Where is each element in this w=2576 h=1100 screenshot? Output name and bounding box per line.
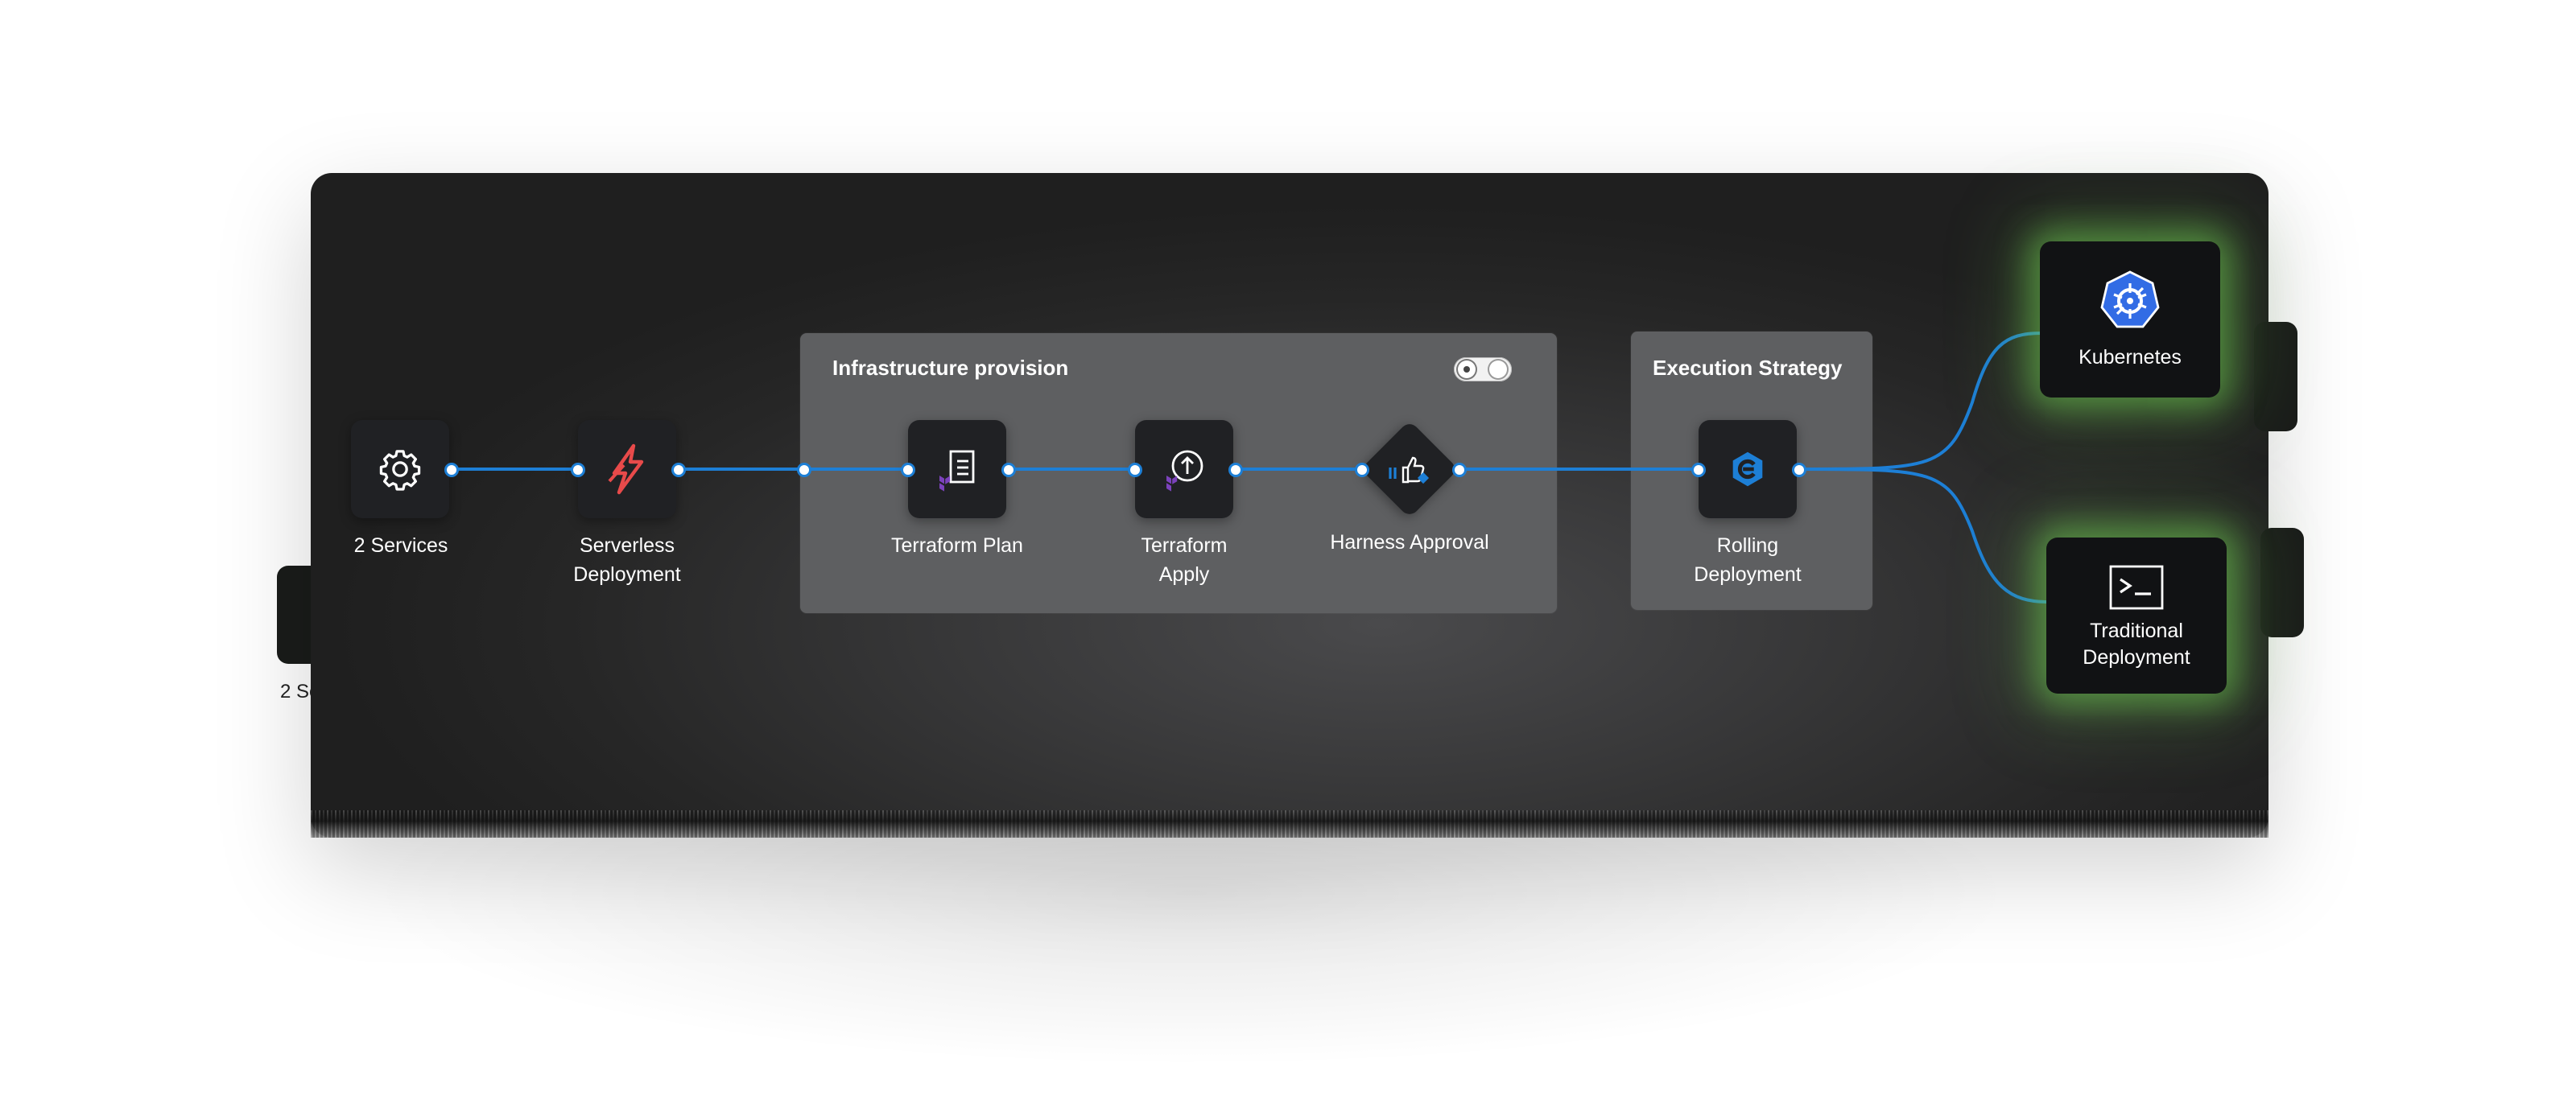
harness-approval-label: Harness Approval xyxy=(1330,531,1489,554)
terraform-apply-icon xyxy=(1166,450,1203,492)
port[interactable] xyxy=(1355,463,1369,477)
port[interactable] xyxy=(901,463,915,477)
serverless-label-line2: Deployment xyxy=(573,563,681,586)
kubernetes-icon xyxy=(2100,270,2160,328)
serverless-deployment-node[interactable] xyxy=(578,420,676,518)
rolling-deployment-label: Rolling Deployment xyxy=(1651,531,1844,589)
rolling-label-line1: Rolling xyxy=(1716,534,1779,557)
serverless-deployment-label: Serverless Deployment xyxy=(530,531,724,589)
rolling-deployment-node[interactable] xyxy=(1699,420,1797,518)
terminal-icon xyxy=(2109,565,2164,610)
services-node[interactable] xyxy=(351,420,449,518)
toggle-knob xyxy=(1458,360,1476,378)
port[interactable] xyxy=(1228,463,1243,477)
terraform-apply-label-line2: Apply xyxy=(1158,563,1210,586)
harness-approval-icon xyxy=(1389,456,1430,484)
terraform-apply-label: Terraform Apply xyxy=(1088,531,1281,589)
panel-noise-strip xyxy=(311,810,2268,838)
connector-branch-kubernetes xyxy=(1798,332,2042,471)
port[interactable] xyxy=(1691,463,1706,477)
terraform-plan-node[interactable] xyxy=(908,420,1006,518)
pipeline-panel xyxy=(311,173,2268,838)
traditional-label-line1: Traditional xyxy=(2090,620,2183,642)
port[interactable] xyxy=(671,463,686,477)
port[interactable] xyxy=(1001,463,1016,477)
infrastructure-provision-title: Infrastructure provision xyxy=(832,356,1069,380)
port[interactable] xyxy=(1452,463,1467,477)
port[interactable] xyxy=(571,463,585,477)
kubernetes-destination[interactable]: Kubernetes xyxy=(2040,241,2220,398)
right-ghost-tab-bottom xyxy=(2260,528,2304,637)
rolling-label-line2: Deployment xyxy=(1694,563,1802,586)
port[interactable] xyxy=(444,463,459,477)
group-toggle[interactable] xyxy=(1454,357,1512,381)
serverless-label-line1: Serverless xyxy=(579,534,675,557)
services-label: 2 Services xyxy=(353,534,448,557)
port[interactable] xyxy=(1128,463,1142,477)
traditional-label-line2: Deployment xyxy=(2083,646,2190,669)
execution-strategy-title: Execution Strategy xyxy=(1653,356,1843,380)
kubernetes-label: Kubernetes xyxy=(2079,346,2182,369)
terraform-plan-icon xyxy=(939,450,975,492)
right-ghost-tab-top xyxy=(2254,322,2297,431)
traditional-deployment-label: Traditional Deployment xyxy=(2046,618,2227,671)
serverless-lightning-icon xyxy=(608,443,644,495)
traditional-deployment-destination[interactable]: Traditional Deployment xyxy=(2046,538,2227,694)
port[interactable] xyxy=(1792,463,1806,477)
terraform-plan-label: Terraform Plan xyxy=(891,534,1023,557)
port[interactable] xyxy=(797,463,811,477)
connector-branch-traditional xyxy=(1798,468,2049,604)
terraform-apply-label-line1: Terraform xyxy=(1141,534,1228,557)
terraform-apply-node[interactable] xyxy=(1135,420,1233,518)
gear-icon xyxy=(379,450,421,491)
toggle-settings-icon xyxy=(1489,360,1507,378)
rolling-deployment-icon xyxy=(1732,451,1763,487)
